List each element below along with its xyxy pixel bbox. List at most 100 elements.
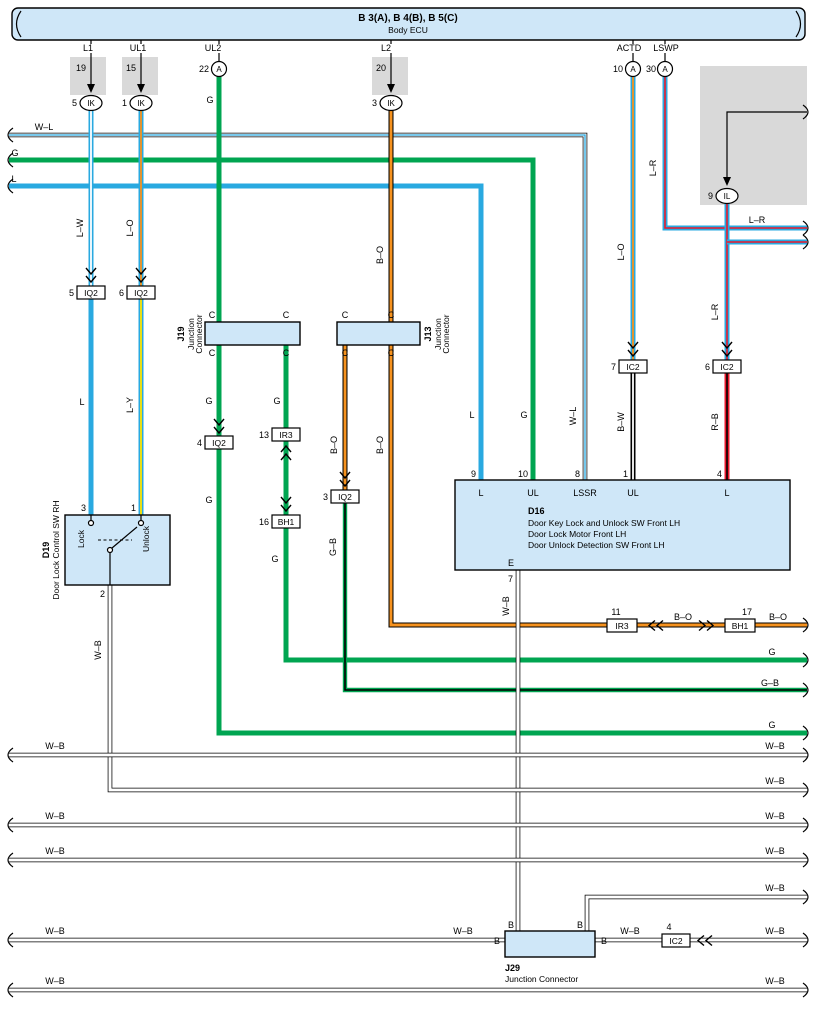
label-g-j19-left: G bbox=[205, 396, 212, 406]
j19-pin-c-br: C bbox=[283, 348, 290, 358]
label-gb-vert: G–B bbox=[328, 538, 338, 556]
code-bh1-16: BH1 bbox=[278, 517, 295, 527]
d16-pin-4: 4 bbox=[717, 469, 722, 479]
label-g-ul2: G bbox=[206, 95, 213, 105]
d19-pin-3: 3 bbox=[81, 503, 86, 513]
label-lo-actd: L–O bbox=[616, 243, 626, 260]
j29-pin-b-left: B bbox=[494, 936, 500, 946]
banner-break-right bbox=[795, 10, 802, 38]
d16-pin-9: 9 bbox=[471, 469, 476, 479]
optional-area-il bbox=[700, 66, 807, 205]
d16-pinname-l-9: L bbox=[478, 488, 483, 498]
label-wb-d16e: W–B bbox=[501, 596, 511, 616]
chevron-down-icon-iq2-3 bbox=[339, 471, 351, 488]
label-wl-left: W–L bbox=[35, 122, 54, 132]
d16-pinname-e: E bbox=[508, 558, 514, 568]
chevron-down-icon-ic2-7 bbox=[627, 341, 639, 358]
label-g-vert-d16: G bbox=[520, 410, 527, 420]
chevron-down-icon-ic2-6 bbox=[721, 341, 733, 358]
label-bo-edge: B–O bbox=[769, 612, 787, 622]
chevron-down-icon-iq2-5 bbox=[85, 267, 97, 284]
label-lr-il: L–R bbox=[710, 303, 720, 320]
banner-break-left bbox=[15, 10, 22, 38]
body-ecu-banner bbox=[11, 7, 806, 41]
d16-pin-1: 1 bbox=[623, 469, 628, 479]
pin-number-22: 22 bbox=[199, 64, 209, 74]
num-bh1-17: 17 bbox=[742, 607, 752, 617]
label-lw: L–W bbox=[75, 218, 85, 237]
connector-bh1-17 bbox=[724, 618, 756, 633]
door-lock-assembly-d16 bbox=[454, 479, 791, 571]
code-a-22: A bbox=[216, 65, 222, 74]
d19-pin-2: 2 bbox=[100, 589, 105, 599]
j29-pin-b-right: B bbox=[601, 936, 607, 946]
code-ic2-4: IC2 bbox=[669, 936, 683, 946]
code-ir3-13: IR3 bbox=[279, 430, 293, 440]
label-wb-r7-right: W–B bbox=[765, 976, 785, 986]
connector-ir3-13 bbox=[271, 427, 301, 442]
label-bo-l2: B–O bbox=[375, 246, 385, 264]
label-wb-r3-left: W–B bbox=[45, 811, 65, 821]
wire-stripe bbox=[664, 76, 807, 229]
d16-pinname-lssr: LSSR bbox=[573, 488, 597, 498]
d16-pin-7: 7 bbox=[508, 574, 513, 584]
j13-name-1: Junction bbox=[433, 318, 443, 350]
connector-a-30 bbox=[656, 60, 674, 78]
wire-core bbox=[585, 895, 807, 931]
connector-ik-5 bbox=[79, 94, 103, 112]
wire-stripe bbox=[9, 134, 586, 480]
chevron-up-icon-ir3-13 bbox=[280, 444, 292, 461]
num-ir3-13: 13 bbox=[259, 430, 269, 440]
j19-pin-c-tl: C bbox=[209, 310, 216, 320]
d19-unlock-contact bbox=[137, 519, 145, 527]
label-wb-r1-right: W–B bbox=[765, 741, 785, 751]
label-wb-r2-right: W–B bbox=[765, 776, 785, 786]
label-lr-edge: L–R bbox=[749, 215, 766, 225]
d16-desc-2: Door Lock Motor Front LH bbox=[528, 529, 626, 539]
code-iq2-6: IQ2 bbox=[134, 288, 148, 298]
label-wb-r6-right-inner: W–B bbox=[620, 926, 640, 936]
j29-pin-b-top-right: B bbox=[577, 920, 583, 930]
pin-label-l1: L1 bbox=[83, 43, 93, 53]
junction-connector-j29 bbox=[504, 930, 596, 958]
pin-number-5-ik: 5 bbox=[72, 98, 77, 108]
code-a-10: A bbox=[630, 65, 636, 74]
num-ic2-6: 6 bbox=[705, 362, 710, 372]
label-g-left: G bbox=[11, 148, 18, 158]
d16-desc-1: Door Key Lock and Unlock SW Front LH bbox=[528, 518, 680, 528]
connector-ik-3 bbox=[379, 94, 403, 112]
pin-label-lswp: LSWP bbox=[653, 43, 679, 53]
pin-number-30: 30 bbox=[646, 64, 656, 74]
wire-lr-lswp bbox=[662, 76, 807, 231]
wire-wb-d19-to-edge bbox=[107, 585, 807, 793]
j29-name: Junction Connector bbox=[505, 974, 578, 984]
code-iq2-3: IQ2 bbox=[338, 492, 352, 502]
chevron-down-icon-iq2-6 bbox=[135, 267, 147, 284]
pin-number-3-ik: 3 bbox=[372, 98, 377, 108]
wire-wb-row5-to-j29 bbox=[584, 894, 807, 931]
connector-iq2-3 bbox=[330, 489, 360, 504]
pin-label-ul2: UL2 bbox=[205, 43, 222, 53]
pin-number-10: 10 bbox=[613, 64, 623, 74]
ecu-pin-stubs bbox=[90, 40, 666, 84]
wire-l-to-d16-l bbox=[9, 183, 484, 480]
j19-pin-c-bl: C bbox=[209, 348, 216, 358]
ecu-title: B 3(A), B 4(B), B 5(C) bbox=[358, 13, 457, 24]
connector-ic2-6 bbox=[712, 359, 742, 374]
label-wb-d19: W–B bbox=[93, 640, 103, 660]
num-iq2-3: 3 bbox=[323, 492, 328, 502]
d16-id: D16 bbox=[528, 506, 545, 516]
code-ik-5: IK bbox=[87, 99, 95, 108]
wire-core bbox=[389, 345, 607, 627]
d19-lock-contact bbox=[87, 519, 95, 527]
label-g-below-iq2: G bbox=[205, 495, 212, 505]
d19-lock-label: Lock bbox=[76, 529, 86, 548]
pin-number-19: 19 bbox=[76, 63, 86, 73]
num-iq2-6: 6 bbox=[119, 288, 124, 298]
code-ic2-6: IC2 bbox=[720, 362, 734, 372]
junction-connector-j13 bbox=[336, 321, 421, 346]
wire-stripe bbox=[344, 503, 807, 691]
wire-bo-to-ir3-11 bbox=[388, 345, 607, 628]
num-iq2-5: 5 bbox=[69, 288, 74, 298]
